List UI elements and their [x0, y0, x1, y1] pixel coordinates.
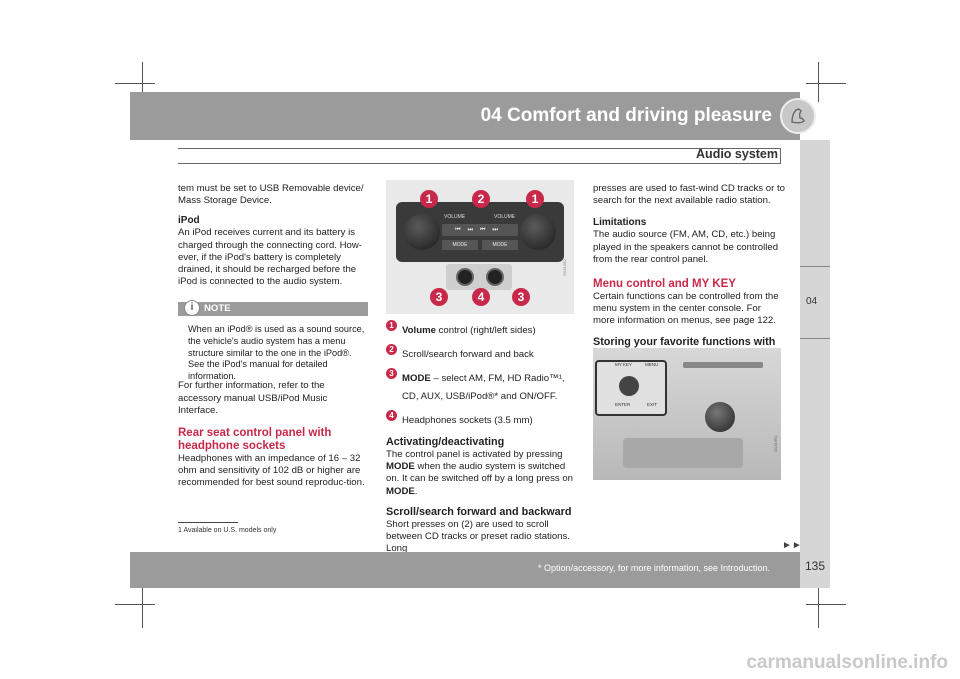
column-2: 1 Volume control (right/left sides) 2 Sc…	[386, 320, 578, 555]
list-item: 3 MODE – select AM, FM, HD Radio™¹, CD, …	[386, 368, 578, 404]
headphone-jack-right	[486, 268, 504, 286]
my-key-label: MY KEY	[615, 362, 632, 367]
mode-button-right: MODE	[482, 240, 518, 250]
continued-text: presses are used to fast-wind CD tracks …	[593, 183, 785, 207]
item-text: control (right/left sides)	[435, 325, 536, 336]
center-console-figure: MY KEY MENU ENTER EXIT G031691	[593, 348, 781, 480]
footnote-divider	[178, 522, 238, 523]
item-bold: Volume	[402, 325, 436, 336]
list-item: 4 Headphones sockets (3.5 mm)	[386, 410, 578, 428]
item-text: Scroll/search forward and back	[402, 349, 534, 360]
ipod-text: An iPod receives current and its battery…	[178, 227, 362, 288]
chapter-title: 04 Comfort and driving pleasure	[480, 105, 772, 126]
limitations-text: The audio source (FM, AM, CD, etc.) bein…	[593, 229, 779, 265]
item-bold: MODE	[402, 373, 431, 384]
crop-mark	[818, 62, 819, 102]
note-box: i NOTE When an iPod® is used as a sound …	[178, 300, 368, 381]
note-title: NOTE	[204, 303, 231, 315]
note-text: When an iPod® is used as a sound source,…	[188, 324, 365, 381]
list-item: 1 Volume control (right/left sides)	[386, 320, 578, 338]
footer-band	[130, 552, 800, 588]
activating-text: The control panel is activated by pressi…	[386, 449, 574, 497]
exit-label: EXIT	[647, 402, 658, 407]
continue-arrows-icon: ►►	[782, 540, 802, 551]
headphone-jack-left	[456, 268, 474, 286]
list-item: 2 Scroll/search forward and back	[386, 344, 578, 362]
activating-heading: Activating/deactivating	[386, 436, 505, 448]
crop-mark	[818, 588, 819, 628]
mode-button-left: MODE	[442, 240, 478, 250]
rear-panel-figure: VOLUME VOLUME ⏮⏭⏮⏭ MODE MODE 1 2 1 3 4 3…	[386, 180, 574, 314]
figure-code: G031691	[773, 435, 778, 452]
climate-panel	[623, 438, 743, 468]
page-number: 135	[800, 552, 830, 588]
option-note: * Option/accessory, for more information…	[538, 563, 770, 573]
column-1: tem must be set to USB Removable device/…	[178, 183, 368, 490]
seek-buttons: ⏮⏭⏮⏭	[442, 224, 518, 236]
callout-3-left: 3	[430, 288, 448, 306]
item-text: Headphones sockets (3.5 mm)	[402, 415, 533, 426]
volume-knob-right	[520, 214, 556, 250]
intro-text: tem must be set to USB Removable device/…	[178, 183, 364, 207]
footnote: 1 Available on U.S. models only	[178, 527, 277, 534]
column-3: presses are used to fast-wind CD tracks …	[593, 183, 785, 362]
rear-panel-heading: Rear seat control panel with headphone s…	[178, 427, 332, 453]
audio-knob	[705, 402, 735, 432]
volume-label-left: VOLUME	[444, 214, 466, 220]
volume-label-right: VOLUME	[494, 214, 516, 220]
divider	[800, 266, 830, 267]
chapter-tab-label: 04	[806, 296, 818, 307]
callout-3-right: 3	[512, 288, 530, 306]
divider	[800, 338, 830, 339]
rear-panel-text: Headphones with an impedance of 16 – 32 …	[178, 453, 365, 489]
note-header-bg	[178, 302, 368, 317]
callout-1-right: 1	[526, 190, 544, 208]
volume-knob-left	[404, 214, 440, 250]
list-num: 4	[386, 410, 397, 421]
section-title: Audio system	[696, 147, 778, 161]
menu-heading: Menu control and MY KEY	[593, 278, 736, 291]
limitations-heading: Limitations	[593, 217, 647, 229]
callout-4: 4	[472, 288, 490, 306]
cd-slot	[683, 362, 763, 368]
crop-mark	[806, 83, 846, 84]
menu-text: Certain functions can be controlled from…	[593, 291, 779, 327]
chapter-logo-icon	[780, 98, 816, 134]
info-icon: i	[184, 300, 200, 317]
further-info-text: For further information, refer to the ac…	[178, 380, 328, 416]
navigation-knob	[619, 376, 639, 396]
menu-label: MENU	[645, 362, 659, 367]
list-num: 3	[386, 368, 397, 379]
callout-2: 2	[472, 190, 490, 208]
chapter-side-tab	[800, 140, 830, 552]
scroll-heading: Scroll/search forward and backward	[386, 505, 572, 518]
list-num: 2	[386, 344, 397, 355]
figure-code: G031690	[562, 259, 567, 276]
crop-mark	[142, 62, 143, 102]
watermark: carmanualsonline.info	[746, 652, 948, 673]
crop-mark	[115, 83, 155, 84]
header-band	[130, 92, 800, 140]
item-text: – select AM, FM, HD Radio™¹, CD, AUX, US…	[402, 373, 565, 402]
ipod-heading: iPod	[178, 215, 200, 227]
crop-mark	[142, 588, 143, 628]
section-bar	[178, 148, 781, 164]
crop-mark	[115, 604, 155, 605]
enter-label: ENTER	[615, 402, 631, 407]
crop-mark	[806, 604, 846, 605]
scroll-text: Short presses on (2) are used to scroll …	[386, 518, 570, 555]
list-num: 1	[386, 320, 397, 331]
callout-1-left: 1	[420, 190, 438, 208]
